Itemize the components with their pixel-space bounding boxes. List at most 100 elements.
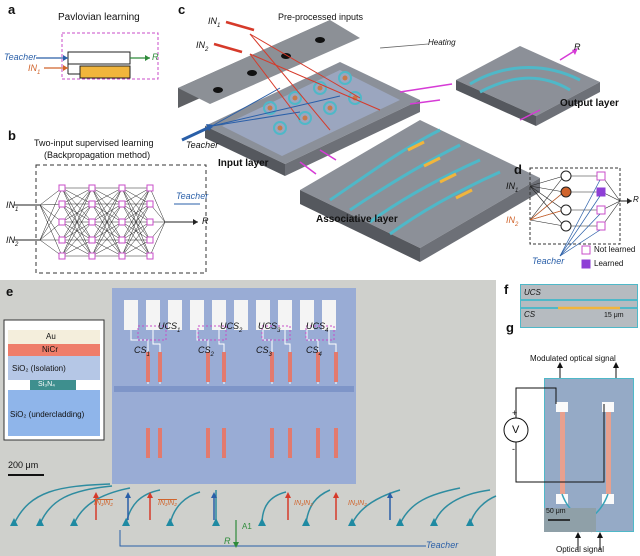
panel-b-in2-label: IN2 bbox=[6, 235, 19, 248]
panel-f-scale-label: 15 μm bbox=[604, 312, 624, 319]
nn-edge bbox=[121, 187, 151, 257]
stack-sio2-undercladding-label: SiO₂ (undercladding) bbox=[10, 410, 85, 419]
panel-g-optical-label: Optical signal bbox=[556, 545, 605, 554]
nn-node bbox=[146, 252, 154, 260]
nn-edge bbox=[121, 187, 151, 205]
nn-edge bbox=[61, 221, 93, 257]
panel-c-in1-label: IN1 bbox=[208, 16, 221, 29]
nn-edge bbox=[61, 187, 93, 223]
nn-edge bbox=[121, 187, 151, 241]
nn-edge bbox=[91, 221, 123, 241]
nn-node bbox=[118, 236, 126, 244]
panel-g-scale-label: 50 μm bbox=[546, 508, 566, 515]
nn-node bbox=[118, 200, 126, 208]
nn-edge bbox=[61, 239, 93, 257]
nn-edge bbox=[121, 239, 151, 257]
nn-node bbox=[58, 218, 66, 226]
nn-edge bbox=[61, 221, 93, 241]
panel-c-output-layer-label: Output layer bbox=[560, 98, 619, 109]
panel-d-letter: d bbox=[514, 162, 522, 177]
nn-edge bbox=[39, 187, 63, 241]
nn-edge bbox=[61, 187, 93, 205]
nn-edge bbox=[39, 239, 63, 257]
nn-node bbox=[88, 200, 96, 208]
nn-node bbox=[118, 252, 126, 260]
panel-f-ucs-label: UCS bbox=[524, 288, 541, 297]
nn-node bbox=[88, 184, 96, 192]
panel-a-r-label: R bbox=[152, 52, 159, 62]
a1-label: A1 bbox=[242, 522, 252, 531]
ucs-4-label: UCS4 bbox=[306, 321, 329, 334]
panel-d-in2-label: IN2 bbox=[506, 215, 519, 228]
stack-sio2-isolation-label: SiO₂ (Isolation) bbox=[12, 364, 66, 373]
nn-edge bbox=[91, 187, 123, 205]
nn-edge bbox=[39, 203, 63, 206]
nn-node bbox=[88, 236, 96, 244]
stack-au-label: Au bbox=[46, 332, 56, 341]
stack-si3n4-label: Si₃N₄ bbox=[38, 381, 55, 388]
panel-e-letter: e bbox=[6, 284, 14, 299]
panel-b-in1-label: IN1 bbox=[6, 200, 19, 213]
panel-g-minus-label: - bbox=[512, 444, 515, 454]
input-label-3: IN₁IN₂ bbox=[294, 500, 313, 507]
panel-c-associative-layer-label: Associative layer bbox=[316, 214, 398, 225]
nn-edge bbox=[61, 203, 93, 257]
nn-edge bbox=[149, 187, 166, 223]
nn-edge bbox=[149, 221, 166, 257]
panel-c-heating-label: Heating bbox=[428, 38, 456, 47]
nn-node bbox=[88, 218, 96, 226]
panel-b-title-2: (Backpropagation method) bbox=[44, 150, 151, 160]
panel-c-r-label: R bbox=[574, 42, 581, 52]
nn-edge bbox=[61, 203, 93, 223]
nn-node bbox=[58, 236, 66, 244]
nn-edge bbox=[39, 204, 63, 257]
nn-node bbox=[118, 184, 126, 192]
nn-edge bbox=[39, 203, 63, 241]
panel-b-r-label: R bbox=[202, 216, 209, 226]
panel-a-letter: a bbox=[8, 2, 16, 17]
nn-node bbox=[146, 236, 154, 244]
input-label-4: IN₁IN₂ bbox=[348, 500, 367, 507]
panel-f-micrograph bbox=[520, 284, 638, 328]
nn-node bbox=[118, 218, 126, 226]
panel-b-title-1: Two-input supervised learning bbox=[34, 138, 154, 148]
panel-d-teacher-label: Teacher bbox=[532, 256, 565, 266]
panel-e-scale-label: 200 μm bbox=[8, 460, 39, 470]
nn-edge bbox=[121, 203, 151, 257]
panel-c-preprocessed-label: Pre-processed inputs bbox=[278, 12, 364, 22]
panel-e-teacher-label: Teacher bbox=[426, 540, 459, 550]
panel-d-r-label: R bbox=[633, 195, 639, 204]
panel-d-in1-label: IN1 bbox=[506, 181, 519, 194]
nn-edge bbox=[91, 221, 123, 257]
cs-1-label: CS1 bbox=[134, 345, 150, 358]
nn-edge bbox=[121, 221, 151, 241]
nn-edge bbox=[91, 187, 123, 241]
ucs-3-label: UCS3 bbox=[258, 321, 281, 334]
nn-node bbox=[146, 184, 154, 192]
nn-edge bbox=[91, 239, 123, 257]
panel-d-not-learned-label: Not learned bbox=[594, 245, 636, 254]
panel-c-input-layer-label: Input layer bbox=[218, 158, 269, 169]
panel-g-letter: g bbox=[506, 320, 514, 335]
nn-edge bbox=[61, 187, 93, 241]
panel-c-teacher-label: Teacher bbox=[186, 140, 219, 150]
panel-a-title: Pavlovian learning bbox=[58, 12, 140, 23]
panel-f-cs-label: CS bbox=[524, 310, 536, 319]
panel-e-scalebar bbox=[8, 474, 44, 476]
panel-b-teacher-label: Teacher bbox=[176, 191, 209, 201]
nn-edge bbox=[91, 203, 123, 223]
panel-f-letter: f bbox=[504, 282, 509, 297]
panel-g-v-label: V bbox=[512, 424, 520, 436]
nn-edge bbox=[39, 221, 63, 241]
panel-d-learned-label: Learned bbox=[594, 259, 624, 268]
nn-edge bbox=[91, 187, 123, 257]
ucs-2-label: UCS2 bbox=[220, 321, 243, 334]
panel-b-letter: b bbox=[8, 128, 16, 143]
nn-edge bbox=[121, 221, 151, 257]
panel-e-r-label: R bbox=[224, 536, 231, 546]
